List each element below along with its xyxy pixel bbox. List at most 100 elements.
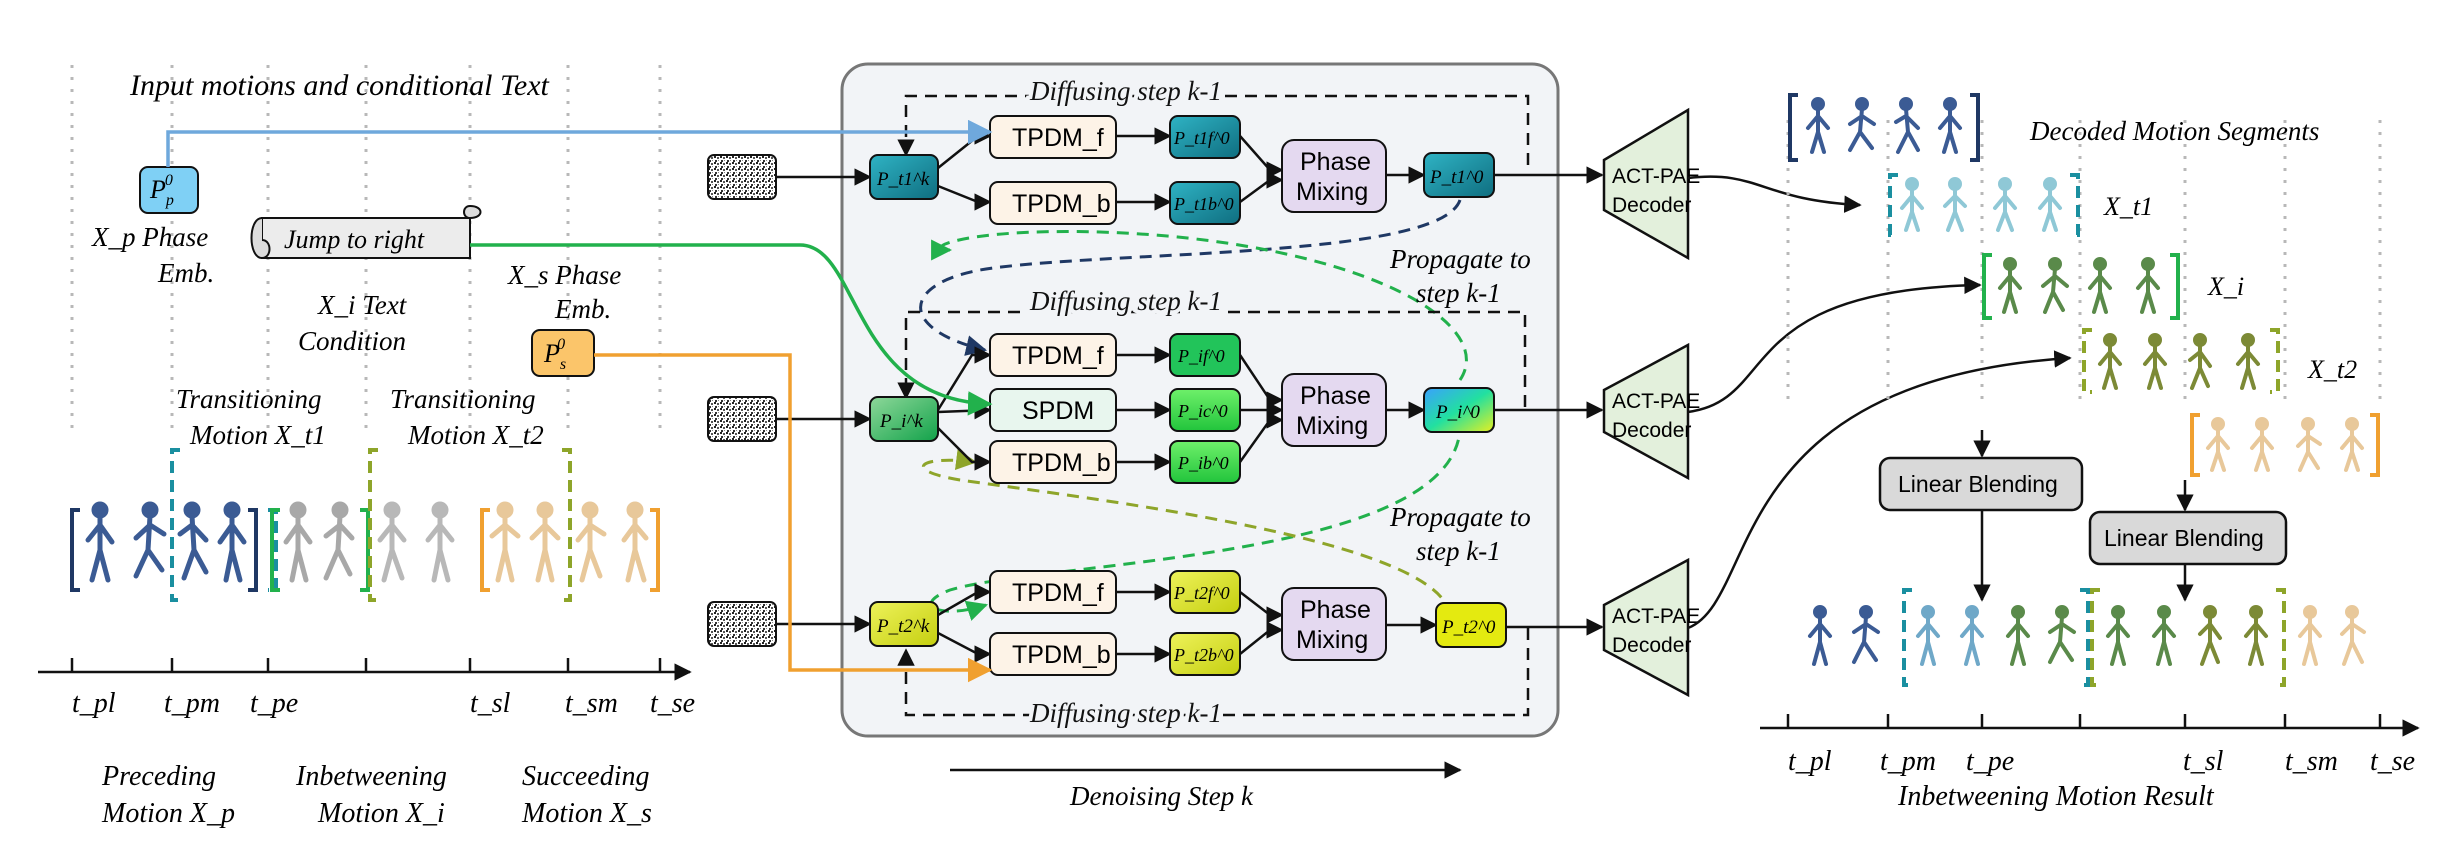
scroll-curl-right [463,204,482,219]
phase-s-caption-2: Emb. [554,294,611,324]
noise-input-t1 [707,154,777,200]
row3-tpdm-b-label: TPDM_b [1012,641,1111,669]
inbetweening-label-1: Inbetweening [295,761,447,792]
right-timeline-ticks [1786,714,2382,728]
propagate-label-bottom-2: step k-1 [1416,536,1501,566]
decoder-row2-label-1: ACT-PAE [1612,390,1700,413]
row3-tpdm-f-label: TPDM_f [1012,579,1104,607]
right-tick-t-pl: t_pl [1788,746,1832,777]
decoder-row3-label-2: Decoder [1612,634,1691,657]
row2-tpdm-b-label: TPDM_b [1012,449,1111,477]
row2-c-out-label: P_ic^0 [1177,401,1228,421]
decoded-segments [1788,93,2380,477]
propagate-label-top-1: Propagate to [1389,244,1531,274]
segment-label-xt1: X_t1 [2103,192,2153,221]
transition2-line2: Motion X_t2 [407,420,544,450]
row3-b-out-label: P_t2b^0 [1173,645,1234,665]
decoded-stick-figures [1806,97,2364,472]
decoder-row3[interactable] [1602,557,1690,698]
row3-f-out [1169,570,1241,614]
denoising-step-label: Denoising Step k [1069,781,1254,811]
diffuse-loop-bottom [897,628,1530,717]
decoder-row1-label-2: Decoder [1612,194,1691,217]
left-motion-sequence [70,448,660,602]
linear-blending-1-label: Linear Blending [1898,471,2058,497]
row1-mixed-label: P_t1^0 [1429,167,1484,188]
row1-tpdm-f-label: TPDM_f [1012,124,1104,152]
propagate-label-top-2: step k-1 [1416,278,1501,308]
result-title: Inbetweening Motion Result [1897,781,2215,812]
row1-input-box [869,154,939,200]
linear-blending-2-label: Linear Blending [2104,525,2264,551]
left-tick-t-pl: t_pl [72,688,116,719]
diffuse-label-bottom: Diffusing step k-1 [1029,698,1222,728]
segment-label-xt2: X_t2 [2307,355,2357,384]
input-heading: Input motions and conditional Text [129,69,550,102]
row1-phase-mixing-2: Mixing [1296,178,1368,206]
row2-f-out [1169,333,1241,377]
row2-phase-mixing-1: Phase [1300,382,1371,410]
diffuse-loop-top [897,94,1530,165]
row3-tpdm-b[interactable] [989,632,1117,676]
row2-phase-mixing[interactable] [1281,373,1387,447]
left-tick-t-sl: t_sl [470,688,511,719]
row3-input-label: P_t2^k [876,616,930,637]
preceding-label-1: Preceding [101,761,216,792]
right-tick-t-se: t_se [2370,746,2415,777]
left-tick-t-se: t_se [650,688,695,719]
row2-tpdm-b[interactable] [989,440,1117,484]
decoder-row2-label-2: Decoder [1612,419,1691,442]
row1-phase-mixing[interactable] [1281,139,1387,213]
right-grid-lines [1786,120,2382,400]
phase-s-caption-1: X_s Phase [507,260,621,290]
succeeding-label-2: Motion X_s [521,798,652,829]
right-tick-t-pe: t_pe [1966,746,2014,777]
succeeding-label-1: Succeeding [522,761,650,792]
inbetweening-label-2: Motion X_i [317,798,445,829]
row3-phase-mixing[interactable] [1281,587,1387,661]
row1-tpdm-b[interactable] [989,181,1117,225]
green-condition-arrow [470,243,993,416]
noise-input-t2 [707,601,777,647]
result-brackets [1902,588,2286,687]
row2-b-out-label: P_ib^0 [1177,453,1229,473]
row1-phase-mixing-1: Phase [1300,148,1371,176]
phase-embedding-s-box [531,329,595,377]
row3-mixed-label: P_t2^0 [1441,617,1496,638]
row3-b-out [1169,632,1241,676]
decoder-section: ACT-PAE Decoder ACT-PAE Decoder ACT-PAE … [1494,93,2420,812]
scroll-curl-left [250,217,271,260]
row2-input-box [869,396,939,442]
decoder-row3-label-1: ACT-PAE [1612,605,1700,628]
phase-p-caption-2: Emb. [157,258,214,288]
row2-mixed-label: P_i^0 [1435,402,1480,423]
left-stick-figures [85,501,649,583]
result-stick-figures [1808,605,2366,666]
row3-phase-mixing-1: Phase [1300,596,1371,624]
phase-p-caption-1: X_p Phase [91,222,208,252]
right-tick-t-sm: t_sm [2285,746,2338,777]
transition2-line1: Transitioning [390,384,536,414]
left-timeline-ticks [70,658,662,672]
propagate-label-bottom-1: Propagate to [1389,502,1531,532]
row3-tpdm-f[interactable] [989,570,1117,614]
row1-f-out [1169,115,1241,159]
decoder-row1-label-1: ACT-PAE [1612,165,1700,188]
row2-b-out [1169,440,1241,484]
propagate-navy-curve [919,199,1462,356]
left-input-section: Input motions and conditional Text Pp0 X… [38,65,695,829]
row3-mixed [1435,602,1507,648]
text-condition-value: Jump to right [284,225,425,254]
linear-blending-2[interactable] [2088,510,2288,566]
right-tick-t-pm: t_pm [1880,746,1936,777]
right-tick-t-sl: t_sl [2183,746,2224,777]
decoder-row2[interactable] [1602,342,1690,481]
row2-phase-mixing-2: Mixing [1296,412,1368,440]
row1-f-out-label: P_t1f^0 [1173,128,1230,148]
left-tick-t-pm: t_pm [164,688,220,719]
row2-c-out [1169,388,1241,432]
decoder-row1[interactable] [1602,107,1690,261]
row2-tpdm-f[interactable] [989,333,1117,377]
row3-phase-mixing-2: Mixing [1296,626,1368,654]
text-condition-caption-2: Condition [298,326,406,356]
